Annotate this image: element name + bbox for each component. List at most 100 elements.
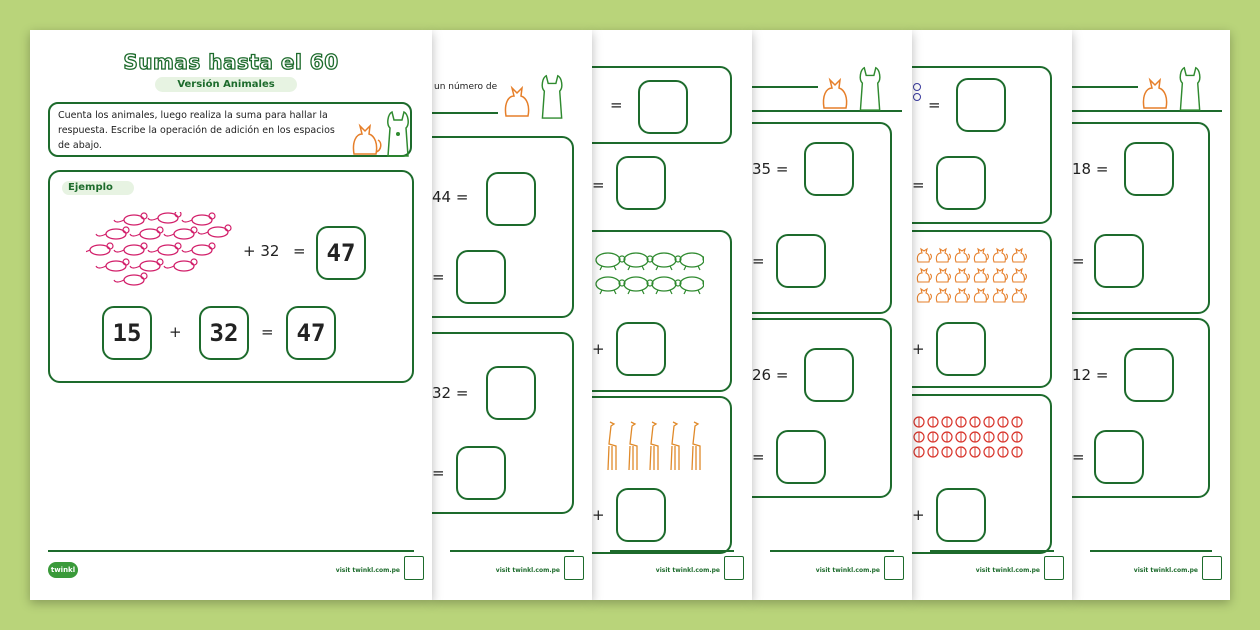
- answer-box-2[interactable]: [776, 234, 826, 288]
- mouse-icon: [95, 226, 130, 240]
- giraffe-icon: [649, 421, 659, 471]
- footer-url: visit twinkl.com.pe: [655, 567, 720, 574]
- ladybird-icon: [1011, 416, 1023, 428]
- mouse-icon: [129, 258, 164, 272]
- row-3-text: +: [912, 340, 925, 358]
- answer-box-3[interactable]: [936, 322, 986, 376]
- cat-icon: [954, 247, 970, 263]
- quality-badge-icon: [404, 556, 424, 580]
- ladybird-icon: [927, 446, 939, 458]
- page-subtitle: Versión Animales: [155, 77, 297, 92]
- cats-group: [916, 247, 1027, 303]
- row-4-text: =: [432, 464, 445, 482]
- quality-badge-icon: [1202, 556, 1222, 580]
- mouse-icon: [113, 242, 148, 256]
- cat-icon: [916, 267, 932, 283]
- footer-divider: [450, 550, 574, 552]
- row-1-text: =: [928, 96, 941, 114]
- turtle-icon: [651, 252, 682, 271]
- answer-box-4[interactable]: [616, 488, 666, 542]
- cat-icon: [1011, 247, 1027, 263]
- ladybird-icon: [1011, 431, 1023, 443]
- answer-box-3[interactable]: [804, 348, 854, 402]
- cat-icon: [935, 247, 951, 263]
- quality-badge-icon: [1044, 556, 1064, 580]
- turtle-icon: [623, 276, 654, 295]
- header-line-2: [752, 110, 902, 112]
- answer-box-1[interactable]: [956, 78, 1006, 132]
- row-1-text: 35 =: [752, 160, 789, 178]
- ladybirds-group: [913, 416, 1023, 458]
- turtle-icon: [623, 252, 654, 271]
- equation-addend-b-box: 32: [199, 306, 249, 360]
- answer-box-4[interactable]: [776, 430, 826, 484]
- dog-icon: [387, 110, 409, 157]
- ladybird-icon: [941, 416, 953, 428]
- cat-icon: [1142, 77, 1168, 109]
- mouse-icon: [181, 242, 216, 256]
- quality-badge-icon: [564, 556, 584, 580]
- cat-icon: [916, 287, 932, 303]
- row-4-text: +: [592, 506, 605, 524]
- mouse-icon: [147, 212, 182, 224]
- answer-box-3[interactable]: [616, 322, 666, 376]
- footer-url: visit twinkl.com.pe: [975, 567, 1040, 574]
- ladybird-icon: [913, 446, 925, 458]
- row-3-text: 32 =: [432, 384, 469, 402]
- answer-box-1[interactable]: [486, 172, 536, 226]
- turtle-icon: [595, 276, 626, 295]
- answer-box-1[interactable]: [804, 142, 854, 196]
- header-line: [752, 86, 818, 88]
- cat-icon: [992, 247, 1008, 263]
- cat-icon: [352, 123, 382, 155]
- answer-box-2[interactable]: [936, 156, 986, 210]
- mouse-icon: [147, 242, 182, 256]
- cat-icon: [973, 287, 989, 303]
- quality-badge-icon: [724, 556, 744, 580]
- row-2-text: =: [432, 268, 445, 286]
- cat-icon: [973, 267, 989, 283]
- footer-divider: [930, 550, 1054, 552]
- answer-box-3[interactable]: [486, 366, 536, 420]
- equation-equals-sign: =: [261, 323, 274, 341]
- mouse-icon: [163, 258, 198, 272]
- dog-icon: [1179, 66, 1201, 111]
- row-1-text: 44 =: [432, 188, 469, 206]
- answer-box-1[interactable]: [1124, 142, 1174, 196]
- mouse-icon: [113, 272, 148, 286]
- giraffe-icon: [607, 421, 617, 471]
- example-answer-box: 47: [316, 226, 366, 280]
- cat-icon: [1011, 267, 1027, 283]
- turtles-group: [595, 252, 704, 295]
- mouse-icon: [181, 212, 216, 226]
- ladybird-icon: [955, 431, 967, 443]
- ladybird-icon: [941, 431, 953, 443]
- footer-url: visit twinkl.com.pe: [815, 567, 880, 574]
- answer-box-1[interactable]: [638, 80, 688, 134]
- header-line: [1072, 86, 1138, 88]
- answer-box-4[interactable]: [1094, 430, 1144, 484]
- footer-divider: [770, 550, 894, 552]
- footer-divider: [1090, 550, 1212, 552]
- mice-group: [86, 212, 232, 286]
- example-label: Ejemplo: [62, 181, 134, 195]
- giraffes-group: [607, 421, 701, 471]
- answer-box-2[interactable]: [616, 156, 666, 210]
- ladybird-icon: [913, 416, 925, 428]
- footer-url: visit twinkl.com.pe: [335, 567, 400, 574]
- answer-box-4[interactable]: [936, 488, 986, 542]
- answer-box-4[interactable]: [456, 446, 506, 500]
- answer-box-3[interactable]: [1124, 348, 1174, 402]
- mouse-icon: [86, 242, 114, 256]
- worksheet-page-5: = = + + visit twinkl.com.pe: [912, 30, 1072, 600]
- header-line-2: [1072, 110, 1222, 112]
- worksheet-page-2: un número de 44 = = 32 = = visit twinkl.…: [432, 30, 592, 600]
- cat-icon: [992, 267, 1008, 283]
- row-3-text: +: [592, 340, 605, 358]
- answer-box-2[interactable]: [456, 250, 506, 304]
- row-1-text: =: [610, 96, 623, 114]
- answer-box-2[interactable]: [1094, 234, 1144, 288]
- equation-result-box: 47: [286, 306, 336, 360]
- giraffe-icon: [628, 421, 638, 471]
- footer-url: visit twinkl.com.pe: [1133, 567, 1198, 574]
